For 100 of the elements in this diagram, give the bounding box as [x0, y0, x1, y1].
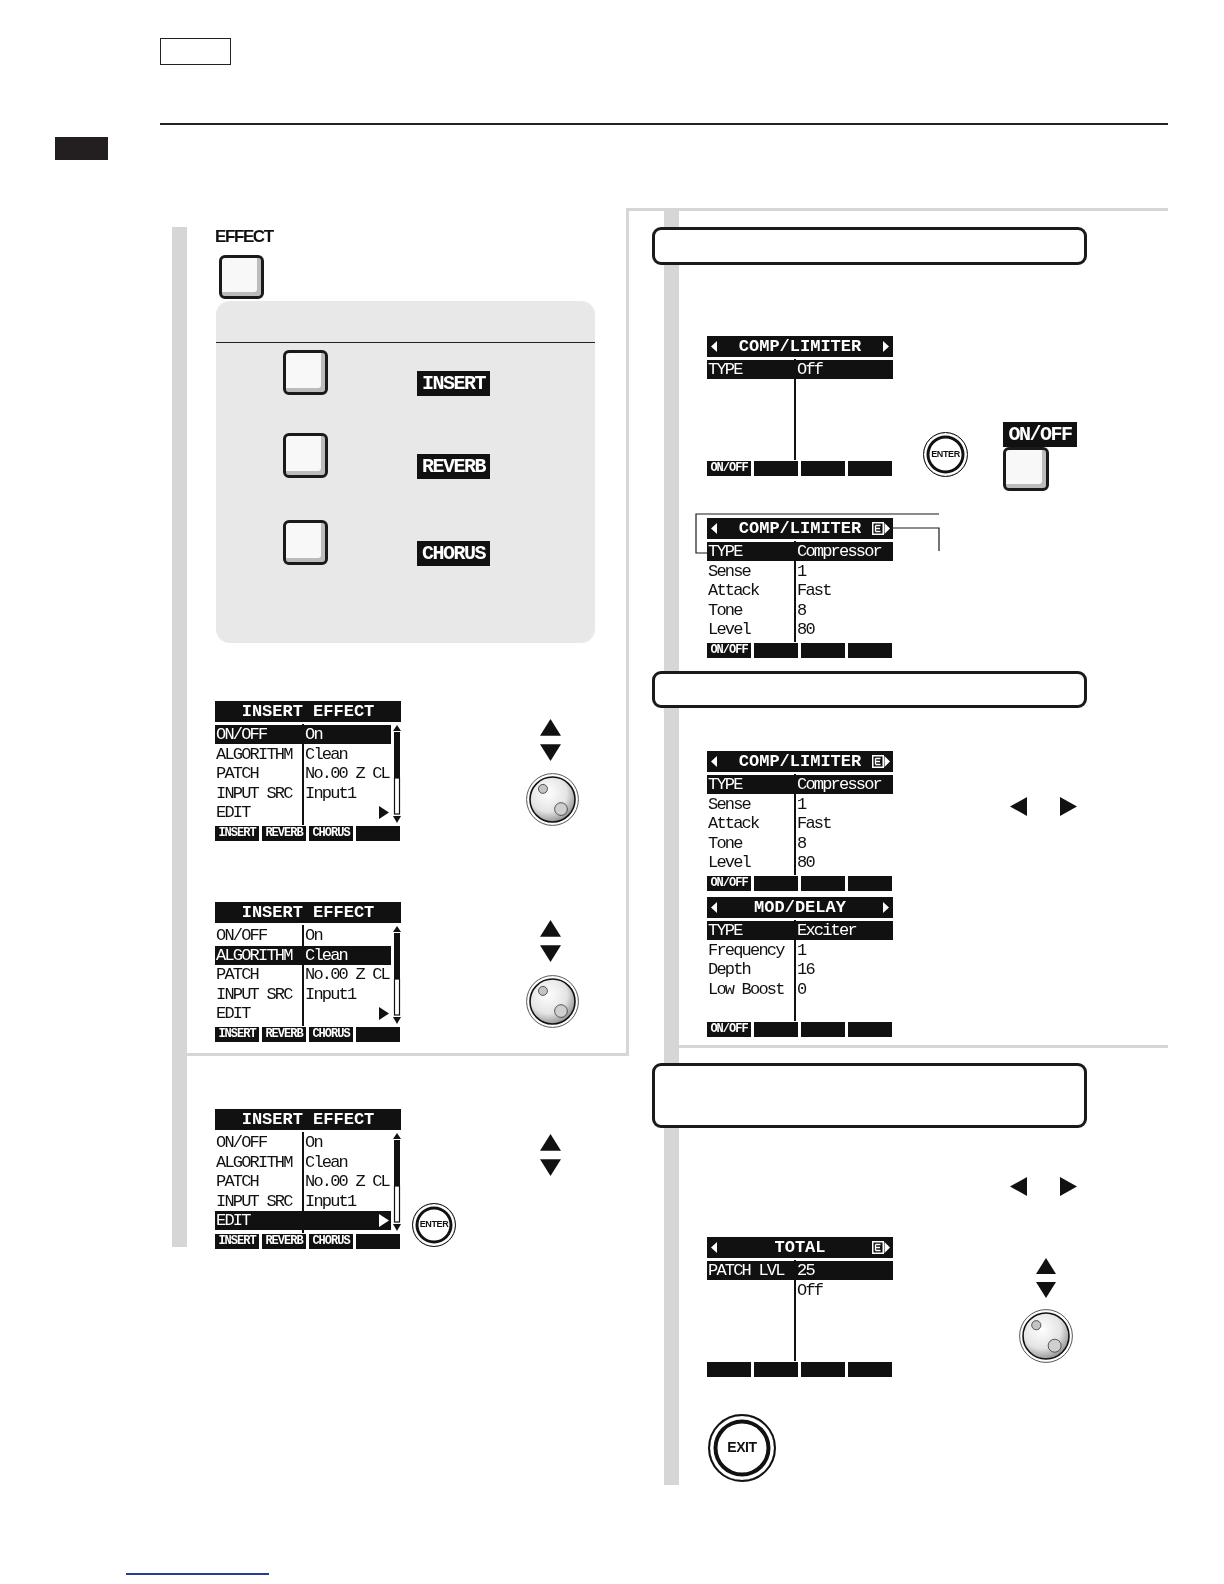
- parameter-name: TYPE: [708, 775, 742, 794]
- parameter-name: PATCH: [216, 1172, 258, 1192]
- parameter-value: 1: [797, 794, 806, 814]
- parameter-value: 0: [797, 979, 806, 999]
- parameter-name: Sense: [708, 561, 750, 581]
- parameter-value: Fast: [797, 814, 831, 834]
- parameter-name: TYPE: [708, 360, 742, 379]
- parameter-name: INPUT SRC: [216, 783, 292, 803]
- parameter-value: On: [305, 725, 322, 744]
- parameter-name: INPUT SRC: [216, 1191, 292, 1211]
- parameter-value: Input1: [305, 1191, 356, 1211]
- parameter-value: 8: [797, 600, 806, 620]
- lcd-screen: [215, 701, 401, 841]
- parameter-value: Clean: [305, 945, 347, 965]
- leader-line: [892, 527, 940, 552]
- leader-line: [695, 513, 940, 554]
- parameter-name: EDIT: [216, 803, 250, 823]
- parameter-name: Frequency: [708, 940, 784, 960]
- parameter-name: EDIT: [216, 1004, 250, 1024]
- function-key-tab: INSERT: [215, 826, 259, 841]
- parameter-value: Input1: [305, 783, 356, 803]
- parameter-value: Off: [797, 1280, 823, 1300]
- function-key-tab: REVERB: [262, 826, 306, 841]
- parameter-value: Input1: [305, 984, 356, 1004]
- parameter-name: Level: [708, 853, 750, 873]
- parameter-value: 80: [797, 620, 814, 640]
- square-key: [283, 520, 328, 565]
- enter-button: ENTER: [412, 1203, 456, 1247]
- parameter-name: PATCH: [216, 965, 258, 985]
- parameter-name: TYPE: [708, 921, 742, 940]
- function-key-tab: CHORUS: [309, 1027, 353, 1042]
- label-tag: REVERB: [417, 454, 490, 479]
- square-key: [283, 433, 328, 478]
- parameter-name: PATCH LVL: [708, 1261, 784, 1280]
- label-tag: CHORUS: [417, 541, 490, 566]
- parameter-value: On: [305, 1133, 322, 1152]
- lcd-screen: [215, 902, 401, 1042]
- parameter-name: Level: [708, 620, 750, 640]
- parameter-name: INPUT SRC: [216, 984, 292, 1004]
- function-key-tab: REVERB: [262, 1234, 306, 1249]
- screen-title: COMP/LIMITER: [738, 751, 862, 772]
- key-label-tag: ON/OFF: [1003, 422, 1077, 447]
- screen-title: INSERT EFFECT: [241, 701, 375, 722]
- lcd-screen: [707, 336, 893, 476]
- parameter-value: No.00 Z CL: [305, 764, 390, 784]
- parameter-name: Depth: [708, 960, 750, 980]
- square-key: [283, 350, 328, 395]
- lcd-screen: [707, 897, 893, 1037]
- parameter-name: ALGORITHM: [216, 945, 292, 965]
- parameter-name: Attack: [708, 581, 759, 601]
- function-key-tab: INSERT: [215, 1027, 259, 1042]
- lcd-screen: [215, 1109, 401, 1249]
- screen-title: INSERT EFFECT: [241, 1109, 375, 1130]
- parameter-name: ALGORITHM: [216, 744, 292, 764]
- parameter-value: 1: [797, 561, 806, 581]
- key-label: EFFECT: [215, 227, 273, 247]
- enter-button: ENTER: [923, 432, 968, 477]
- lcd-screen: [707, 751, 893, 891]
- parameter-value: Clean: [305, 1152, 347, 1172]
- function-key-tab: CHORUS: [309, 1234, 353, 1249]
- label-tag: INSERT: [417, 371, 490, 396]
- function-key-tab: CHORUS: [309, 826, 353, 841]
- parameter-name: TYPE: [708, 542, 742, 561]
- lcd-screen: [707, 518, 893, 658]
- parameter-value: 8: [797, 833, 806, 853]
- parameter-value: 25: [797, 1261, 814, 1280]
- parameter-name: Tone: [708, 833, 742, 853]
- parameter-value: Compressor: [797, 542, 882, 561]
- screen-title: TOTAL: [774, 1237, 826, 1258]
- rounded-panel: [216, 301, 595, 643]
- function-key-tab: ON/OFF: [707, 461, 751, 476]
- screen-title: MOD/DELAY: [754, 897, 846, 918]
- parameter-value: Clean: [305, 744, 347, 764]
- screen-title: INSERT EFFECT: [241, 902, 375, 923]
- function-key-tab: ON/OFF: [707, 643, 751, 658]
- parameter-value: No.00 Z CL: [305, 965, 390, 985]
- step-bar: [172, 227, 187, 1247]
- parameter-name: EDIT: [216, 1211, 250, 1231]
- parameter-value: On: [305, 926, 322, 945]
- screen-title: COMP/LIMITER: [738, 518, 862, 539]
- parameter-name: Sense: [708, 794, 750, 814]
- parameter-value: 1: [797, 940, 806, 960]
- exit-button: EXIT: [708, 1414, 776, 1482]
- parameter-name: Tone: [708, 600, 742, 620]
- parameter-name: ON/OFF: [216, 1133, 267, 1152]
- parameter-value: Fast: [797, 581, 831, 601]
- parameter-value: Exciter: [797, 921, 856, 940]
- parameter-name: ALGORITHM: [216, 1152, 292, 1172]
- function-key-tab: REVERB: [262, 1027, 306, 1042]
- parameter-value: 16: [797, 960, 814, 980]
- parameter-name: PATCH: [216, 764, 258, 784]
- parameter-name: ON/OFF: [216, 926, 267, 945]
- parameter-value: Compressor: [797, 775, 882, 794]
- screen-title: COMP/LIMITER: [738, 336, 862, 357]
- lcd-screen: [707, 1237, 893, 1377]
- function-key-tab: ON/OFF: [707, 876, 751, 891]
- parameter-value: Off: [797, 360, 823, 379]
- parameter-value: 80: [797, 853, 814, 873]
- parameter-value: No.00 Z CL: [305, 1172, 390, 1192]
- parameter-name: Low Boost: [708, 979, 784, 999]
